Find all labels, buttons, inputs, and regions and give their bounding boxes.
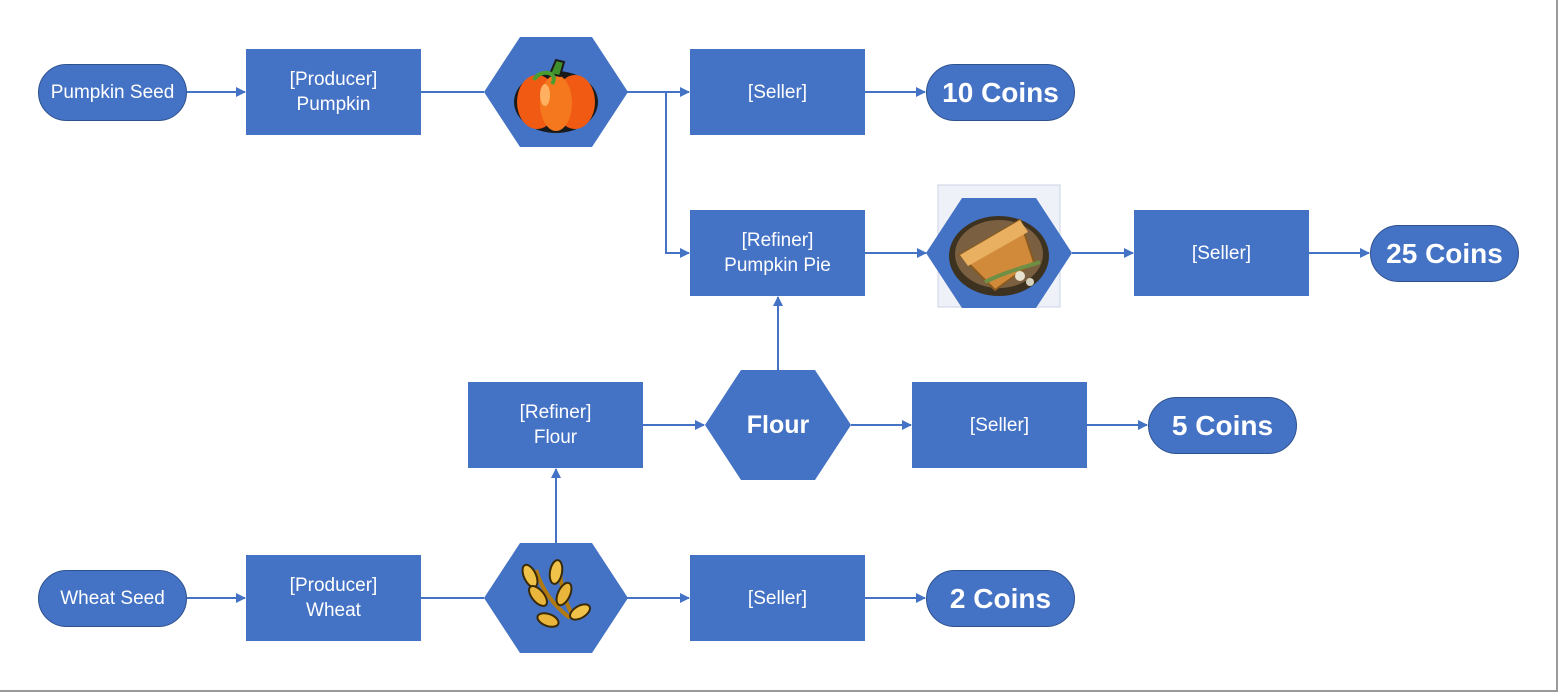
wheat-producer-role: [Producer] — [289, 575, 378, 596]
pumpkin-seller-label: [Seller] — [747, 81, 808, 103]
pumpkin-pie-seller-label: [Seller] — [1191, 242, 1252, 264]
flour-product: Flour — [705, 370, 851, 480]
pumpkin-pie-refiner-role: [Refiner] — [741, 230, 814, 251]
pumpkin-reward-label: 10 Coins — [942, 76, 1059, 108]
pumpkin-producer-item: Pumpkin — [296, 94, 371, 115]
flour-reward-label: 5 Coins — [1171, 409, 1274, 441]
flour-seller-label: [Seller] — [969, 414, 1030, 436]
wheat-seller: [Seller] — [690, 555, 865, 641]
pumpkin-pie-refiner-item: Pumpkin Pie — [724, 255, 831, 276]
pumpkin-seed-input: Pumpkin Seed — [38, 64, 187, 121]
wheat-seed-label: Wheat Seed — [60, 587, 165, 609]
flour-refiner: [Refiner] Flour — [468, 382, 643, 468]
pumpkin-reward: 10 Coins — [926, 64, 1075, 121]
pumpkin-icon — [514, 58, 598, 133]
flour-refiner-item: Flour — [533, 427, 578, 448]
pumpkin-pie-refiner: [Refiner] Pumpkin Pie — [690, 210, 865, 296]
wheat-producer: [Producer] Wheat — [246, 555, 421, 641]
flour-product-label: Flour — [746, 410, 810, 439]
wheat-icon — [521, 559, 591, 628]
wheat-seed-input: Wheat Seed — [38, 570, 187, 627]
pumpkin-seed-label: Pumpkin Seed — [50, 81, 175, 103]
flour-seller: [Seller] — [912, 382, 1087, 468]
pumpkin-pie-seller: [Seller] — [1134, 210, 1309, 296]
pumpkin-pie-reward-label: 25 Coins — [1386, 237, 1503, 269]
flour-refiner-role: [Refiner] — [519, 402, 592, 423]
wheat-seller-label: [Seller] — [747, 587, 808, 609]
pumpkin-pie-icon — [949, 216, 1049, 296]
arrow-pumpkin-to-pie-refiner — [657, 91, 690, 258]
flour-hexagon — [705, 370, 851, 480]
wheat-producer-item: Wheat — [306, 600, 361, 621]
pumpkin-producer: [Producer] Pumpkin — [246, 49, 421, 135]
pumpkin-seller: [Seller] — [690, 49, 865, 135]
pumpkin-pie-reward: 25 Coins — [1370, 225, 1519, 282]
flour-reward: 5 Coins — [1148, 397, 1297, 454]
wheat-reward-label: 2 Coins — [949, 582, 1052, 614]
pumpkin-producer-role: [Producer] — [289, 69, 378, 90]
wheat-reward: 2 Coins — [926, 570, 1075, 627]
